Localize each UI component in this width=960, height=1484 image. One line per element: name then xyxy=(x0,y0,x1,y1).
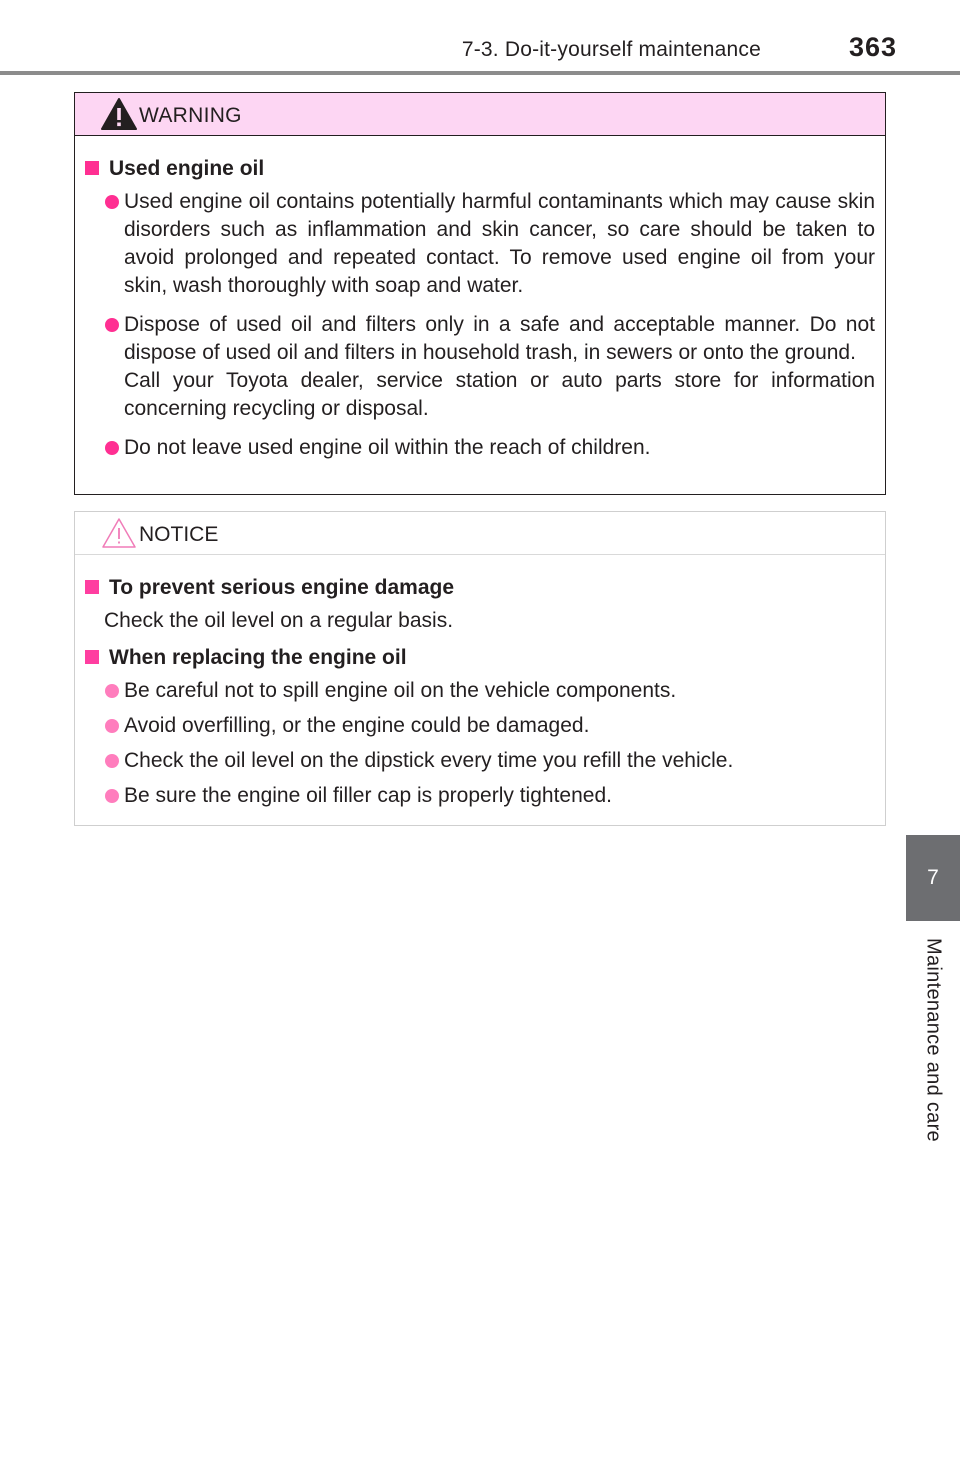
round-bullet-icon xyxy=(105,318,119,332)
list-item-text: Be sure the engine oil filler cap is pro… xyxy=(124,784,612,807)
round-bullet-icon xyxy=(105,719,119,733)
page-number: 363 xyxy=(848,32,897,62)
notice-header: NOTICE xyxy=(75,512,885,555)
list-item-text: Do not leave used engine oil within the … xyxy=(124,436,651,459)
notice-heading: To prevent serious engine damage xyxy=(83,573,875,603)
list-item-text: Used engine oil contains potentially har… xyxy=(124,190,875,297)
square-bullet-icon xyxy=(85,650,99,664)
round-bullet-icon xyxy=(105,789,119,803)
notice-heading-text: When replacing the engine oil xyxy=(109,646,407,669)
list-item: Dispose of used oil and filters only in … xyxy=(83,311,875,423)
list-item: Be sure the engine oil filler cap is pro… xyxy=(83,782,875,810)
square-bullet-icon xyxy=(85,580,99,594)
warning-heading: Used engine oil xyxy=(83,154,875,184)
list-item: Avoid overfilling, or the engine could b… xyxy=(83,712,875,740)
list-item-text: Be careful not to spill engine oil on th… xyxy=(124,679,677,702)
list-item: Be careful not to spill engine oil on th… xyxy=(83,677,875,705)
list-item-text: Check the oil level on the dipstick ever… xyxy=(124,749,734,772)
list-item-text: Dispose of used oil and filters only in … xyxy=(124,313,875,364)
notice-box: NOTICE To prevent serious engine damage … xyxy=(74,511,886,826)
list-item: Check the oil level on the dipstick ever… xyxy=(83,747,875,775)
notice-text: Check the oil level on a regular basis. xyxy=(104,609,454,632)
notice-heading-text: To prevent serious engine damage xyxy=(109,576,455,599)
page-header: 7-3. Do-it-yourself maintenance 363 xyxy=(0,0,960,76)
round-bullet-icon xyxy=(105,754,119,768)
chapter-title: Maintenance and care xyxy=(922,938,945,1142)
header-divider xyxy=(0,71,960,75)
square-bullet-icon xyxy=(85,161,99,175)
chapter-number: 7 xyxy=(927,866,939,889)
notice-triangle-icon xyxy=(102,518,136,548)
round-bullet-icon xyxy=(105,195,119,209)
notice-heading: When replacing the engine oil xyxy=(83,643,875,673)
section-title: 7-3. Do-it-yourself maintenance xyxy=(461,38,761,61)
warning-heading-text: Used engine oil xyxy=(109,157,265,180)
round-bullet-icon xyxy=(105,684,119,698)
round-bullet-icon xyxy=(105,441,119,455)
list-item: Used engine oil contains potentially har… xyxy=(83,188,875,300)
list-item-text: Avoid overfilling, or the engine could b… xyxy=(124,714,590,737)
chapter-tab[interactable]: 7 xyxy=(906,835,960,921)
warning-box: WARNING Used engine oil Used engine oil … xyxy=(74,92,886,495)
warning-title: WARNING xyxy=(139,104,242,127)
list-item: Do not leave used engine oil within the … xyxy=(83,434,875,462)
list-item-text: Call your Toyota dealer, service station… xyxy=(124,369,875,420)
notice-title: NOTICE xyxy=(139,523,219,546)
warning-triangle-icon xyxy=(101,98,137,130)
warning-header: WARNING xyxy=(75,93,885,136)
